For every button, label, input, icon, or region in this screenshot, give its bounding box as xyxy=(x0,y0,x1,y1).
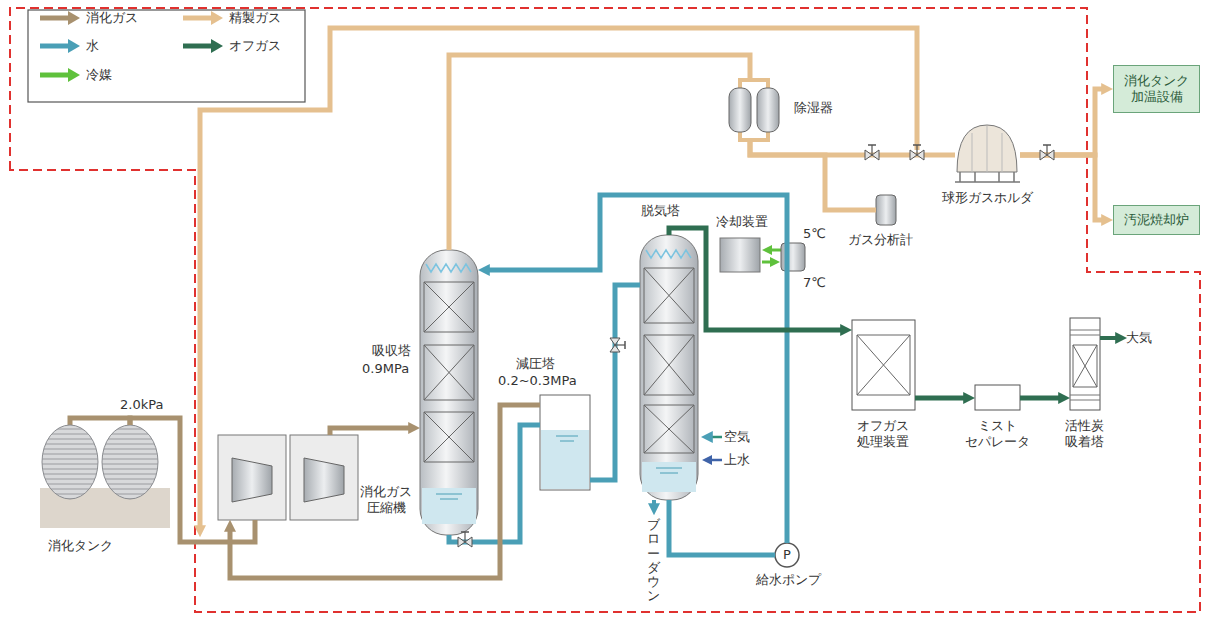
equipment-label: ミスト セパレータ xyxy=(965,418,1030,451)
pipe-connector xyxy=(485,195,787,543)
legend-swatch xyxy=(183,10,223,26)
digestion-tank xyxy=(40,418,170,528)
equipment-node: 除湿器 xyxy=(725,78,790,140)
annotation-label: 7℃ xyxy=(803,275,826,291)
degassing-tower xyxy=(640,235,722,508)
process-box: 汚泥焼却炉 xyxy=(1113,205,1200,235)
legend-frame xyxy=(28,10,305,102)
offgas-equipment xyxy=(852,318,1120,410)
pipe-connector xyxy=(230,405,540,578)
equipment-node: 脱気塔 xyxy=(640,235,698,500)
cooling-unit xyxy=(720,238,805,272)
absorption-tower xyxy=(420,250,478,535)
legend-swatch xyxy=(40,67,80,83)
legend-text: オフガス xyxy=(229,38,281,54)
equipment-label: 消化タンク 加温設備 xyxy=(1124,73,1189,106)
gas-analyzer xyxy=(876,195,896,225)
legend-text: 水 xyxy=(86,38,99,54)
equipment-node: ガス分析計 xyxy=(876,195,896,225)
equipment-node: 消化ガス 圧縮機 xyxy=(218,435,358,520)
annotation-label: 上水 xyxy=(724,452,750,468)
valve-symbol xyxy=(865,145,879,160)
annotation-label: 5℃ xyxy=(803,226,826,242)
legend-swatch xyxy=(183,38,223,54)
equipment-label: P xyxy=(783,547,791,563)
pipe-connector xyxy=(1020,396,1063,401)
equipment-node: 減圧塔0.2~0.3MPa xyxy=(540,395,590,490)
process-box: 消化タンク 加温設備 xyxy=(1113,65,1200,113)
equipment-node: 活性炭 吸着塔 xyxy=(1070,318,1100,410)
annotation-label: 2.0kPa xyxy=(120,397,163,413)
equipment-node: 消化タンク xyxy=(40,425,160,515)
pipe-connector xyxy=(669,228,845,330)
equipment-label: オフガス 処理装置 xyxy=(857,418,909,451)
dehumidifier xyxy=(729,80,779,140)
legend-text: 精製ガス xyxy=(229,10,281,26)
equipment-label: 吸収塔 xyxy=(372,343,411,359)
pipe-connector xyxy=(915,396,968,401)
pipe-connector xyxy=(449,425,540,542)
pipe-connector xyxy=(1020,89,1106,155)
gas-compressor xyxy=(218,435,358,520)
gas-pipe xyxy=(200,28,917,530)
annotation-label: 空気 xyxy=(724,429,750,445)
pump-symbol xyxy=(775,543,799,567)
valve-symbol xyxy=(458,532,472,547)
equipment-label: 冷却装置 xyxy=(716,214,768,230)
equipment-node: P給水ポンプ xyxy=(775,543,799,567)
legend-entry: オフガス xyxy=(183,38,281,54)
equipment-label: ガス分析計 xyxy=(848,232,913,248)
legend-entry: 水 xyxy=(40,38,99,54)
pipe-connector xyxy=(1020,155,1106,220)
pipe-connector xyxy=(590,285,640,480)
equipment-value: 給水ポンプ xyxy=(756,572,821,588)
legend-swatch xyxy=(40,10,80,26)
legend-entry: 冷媒 xyxy=(40,67,112,83)
equipment-node: オフガス 処理装置 xyxy=(852,320,915,410)
pipe-connector xyxy=(669,500,775,555)
pipe-connector xyxy=(330,428,413,435)
equipment-label: 除湿器 xyxy=(794,100,833,116)
equipment-value: 0.9MPa xyxy=(362,361,409,377)
legend-swatch xyxy=(40,38,80,54)
equipment-value: 0.2~0.3MPa xyxy=(498,373,577,389)
equipment-node: ミスト セパレータ xyxy=(975,385,1020,410)
equipment-label: 消化ガス 圧縮機 xyxy=(360,484,412,517)
pipe-connector xyxy=(750,140,876,210)
equipment-label: 減圧塔 xyxy=(516,356,555,372)
legend-text: 冷媒 xyxy=(86,67,112,83)
flash-tank xyxy=(540,395,590,490)
legend-entry: 消化ガス xyxy=(40,10,138,26)
annotation-label: 大気 xyxy=(1126,330,1152,346)
annotation-label: ブローダウン xyxy=(647,518,660,604)
equipment-label: 活性炭 吸着塔 xyxy=(1065,418,1104,451)
equipment-node: 球形ガスホルダ xyxy=(955,125,1020,182)
legend-text: 消化ガス xyxy=(86,10,138,26)
valve-symbol xyxy=(910,145,924,160)
equipment-label: 脱気塔 xyxy=(641,203,680,219)
equipment-label: 汚泥焼却炉 xyxy=(1124,212,1189,228)
boundary-line xyxy=(10,8,1200,612)
equipment-label: 球形ガスホルダ xyxy=(942,190,1033,206)
equipment-label: 消化タンク xyxy=(48,538,113,554)
pipe-connector xyxy=(130,418,255,542)
valve-symbol xyxy=(1040,145,1054,160)
equipment-node: 冷却装置 xyxy=(720,238,760,272)
valve-symbol xyxy=(610,338,625,352)
legend-entry: 精製ガス xyxy=(183,10,281,26)
equipment-node: 吸収塔0.9MPa xyxy=(420,250,478,535)
